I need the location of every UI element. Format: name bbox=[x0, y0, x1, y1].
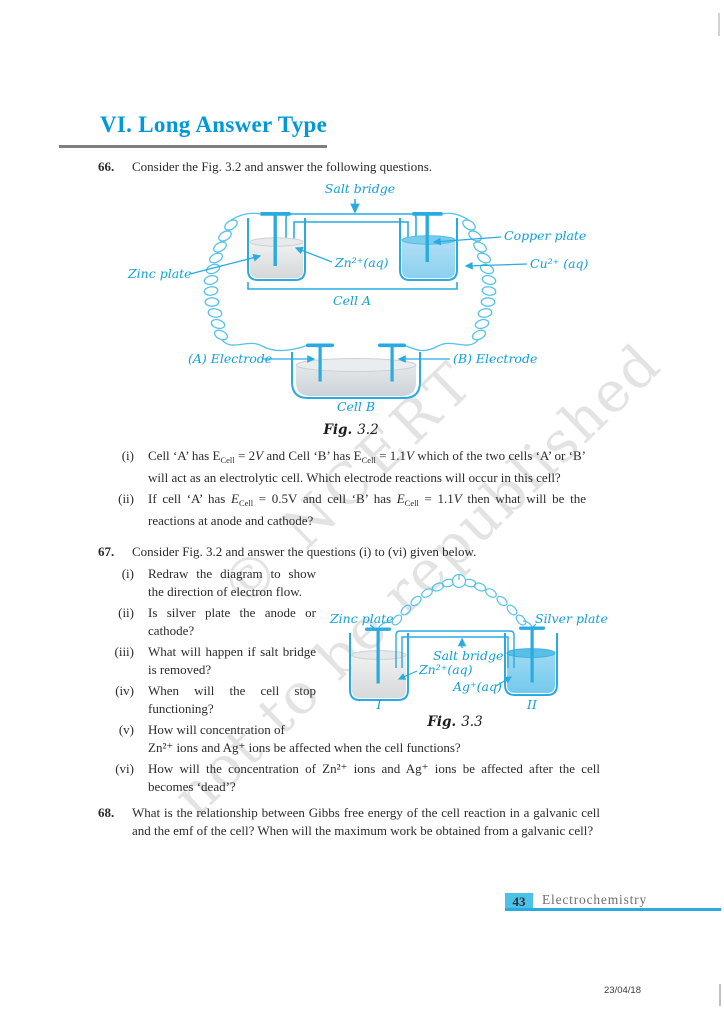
q67-item-v-line1: How will concentration of bbox=[148, 722, 285, 737]
fig32-cell-b-electrode-left bbox=[306, 343, 334, 382]
question-67: 67. Consider Fig. 3.2 and answer the que… bbox=[98, 543, 600, 561]
q67-item-i-text: Redraw the diagram to show the direction… bbox=[148, 566, 316, 599]
fig32-cu-ion-label: Cu²⁺ (aq) bbox=[530, 256, 589, 271]
question-66: 66. Consider the Fig. 3.2 and answer the… bbox=[98, 158, 600, 176]
fig32-copper-plate-leader bbox=[432, 236, 502, 246]
fig33-zn-ion-leader bbox=[397, 670, 418, 680]
question-66-items: (i) Cell ‘A’ has ECell = 2V and Cell ‘B’… bbox=[98, 447, 600, 533]
fig32-zinc-electrode bbox=[260, 212, 291, 266]
q67-item-v-label: (v) bbox=[118, 722, 134, 737]
q66-item-i-text: Cell ‘A’ has ECell = 2V and Cell ‘B’ has… bbox=[148, 448, 586, 485]
fig33-caption: Fig.3.3 bbox=[426, 714, 482, 730]
q67-item-ii-text: Is silver plate the anode or cathode? bbox=[148, 605, 316, 638]
q67-item-iv-label: (iv) bbox=[115, 683, 134, 698]
fig32-copper-plate-label: Copper plate bbox=[504, 228, 586, 243]
question-68: 68. What is the relationship between Gib… bbox=[98, 804, 600, 840]
fig33-salt-bridge-tube bbox=[395, 630, 515, 668]
fig32-zinc-plate-label: Zinc plate bbox=[127, 266, 192, 281]
q67-item-vi-label: (vi) bbox=[115, 761, 134, 776]
fig33-zn-ion-label: Zn²⁺(aq) bbox=[418, 662, 473, 677]
fig33-ag-ion-leader bbox=[495, 676, 513, 687]
fig33-junction-circle bbox=[451, 573, 467, 589]
q67-item-vi-text: How will the concentration of Zn²⁺ ions … bbox=[148, 761, 600, 794]
print-date: 23/04/18 bbox=[604, 985, 641, 996]
fig33-salt-bridge-label: Salt bridge bbox=[433, 648, 503, 663]
q67-item-i-label: (i) bbox=[121, 566, 134, 581]
fig32-cell-b-label: Cell B bbox=[337, 399, 375, 414]
fig32-zinc-plate-leader bbox=[189, 253, 262, 275]
fig32-cell-b-electrode-right bbox=[378, 343, 406, 382]
chapter-name: Electrochemistry bbox=[542, 892, 648, 907]
figure-3-3: Salt bridge Zinc plate Silver plate Zn²⁺… bbox=[322, 565, 622, 742]
crop-mark-top-right bbox=[718, 13, 720, 36]
q67-item-iii-text: What will happen if salt bridge is remov… bbox=[148, 644, 316, 677]
question-66-number: 66. bbox=[98, 159, 115, 174]
q67-item-iii-label: (iii) bbox=[114, 644, 135, 659]
q66-item-i-label: (i) bbox=[121, 448, 134, 463]
footer-rule bbox=[505, 908, 721, 911]
q66-item-ii-text: If cell ‘A’ has ECell = 0.5V and cell ‘B… bbox=[148, 491, 586, 528]
fig32-cell-a-bracket bbox=[247, 282, 458, 290]
question-68-text: What is the relationship between Gibbs f… bbox=[132, 805, 600, 838]
fig32-zn-ion-leader bbox=[294, 246, 333, 263]
section-title-rule bbox=[59, 145, 327, 148]
fig33-zinc-plate-leader bbox=[369, 624, 378, 631]
section-title: VI. Long Answer Type bbox=[100, 112, 328, 137]
q67-item-ii: (ii) Is silver plate the anode or cathod… bbox=[98, 604, 608, 640]
fig32-cu-ion-leader bbox=[464, 261, 528, 270]
fig32-left-coil bbox=[203, 212, 308, 352]
q67-item-iv: (iv) When will the cell stop functioning… bbox=[98, 682, 608, 718]
fig33-silver-electrode bbox=[519, 626, 545, 683]
question-67-items: (i) Redraw the diagram to show the direc… bbox=[98, 565, 608, 799]
q66-item-ii: (ii) If cell ‘A’ has ECell = 0.5V and ce… bbox=[98, 490, 600, 530]
fig33-beaker1-label: I bbox=[376, 697, 383, 712]
q66-item-ii-label: (ii) bbox=[118, 491, 134, 506]
q67-item-v-text: How will concentration of Zn²⁺ ions and … bbox=[148, 721, 600, 757]
q67-item-iii: (iii) What will happen if salt bridge is… bbox=[98, 643, 608, 679]
question-66-text: Consider the Fig. 3.2 and answer the fol… bbox=[132, 159, 433, 174]
fig33-zinc-plate-label: Zinc plate bbox=[329, 611, 394, 626]
fig32-electrode-b-label: (B) Electrode bbox=[453, 351, 537, 366]
q66-item-i: (i) Cell ‘A’ has ECell = 2V and Cell ‘B’… bbox=[98, 447, 600, 487]
page-number-badge: 43 bbox=[505, 893, 533, 910]
fig32-electrode-a-label: (A) Electrode bbox=[188, 351, 272, 366]
q67-item-iv-text: When will the cell stop functioning? bbox=[148, 683, 316, 716]
q67-item-vi: (vi) How will the concentration of Zn²⁺ … bbox=[98, 760, 608, 796]
figure-3-2-drawing: Salt bridge bbox=[127, 181, 589, 438]
question-67-text: Consider Fig. 3.2 and answer the questio… bbox=[132, 544, 477, 559]
fig33-silver-plate-label: Silver plate bbox=[535, 611, 608, 626]
fig32-right-coil bbox=[404, 212, 497, 352]
q67-item-v-line2: Zn²⁺ ions and Ag⁺ ions be affected when … bbox=[148, 740, 461, 755]
fig33-beaker2-label: II bbox=[526, 697, 538, 712]
figure-3-2: Salt bridge bbox=[120, 178, 612, 449]
fig32-cell-b-vessel bbox=[291, 352, 421, 399]
question-67-number: 67. bbox=[98, 544, 115, 559]
crop-mark-bottom-right bbox=[719, 984, 721, 1006]
fig32-salt-bridge-label: Salt bridge bbox=[325, 181, 395, 196]
fig32-copper-electrode bbox=[412, 212, 443, 262]
fig32-zn-ion-label: Zn²⁺(aq) bbox=[334, 255, 389, 270]
question-68-number: 68. bbox=[98, 805, 115, 820]
q67-item-i: (i) Redraw the diagram to show the direc… bbox=[98, 565, 608, 601]
q67-item-ii-label: (ii) bbox=[118, 605, 134, 620]
fig33-silver-plate-leader bbox=[531, 623, 537, 629]
q67-item-v: (v) How will concentration of Zn²⁺ ions … bbox=[98, 721, 608, 757]
fig33-zinc-electrode bbox=[365, 627, 391, 684]
fig33-ag-ion-label: Ag⁺(aq) bbox=[452, 679, 502, 694]
figure-3-3-drawing: Salt bridge Zinc plate Silver plate Zn²⁺… bbox=[329, 573, 608, 730]
fig32-cell-a-label: Cell A bbox=[333, 293, 371, 308]
fig32-caption: Fig.3.2 bbox=[322, 422, 378, 438]
